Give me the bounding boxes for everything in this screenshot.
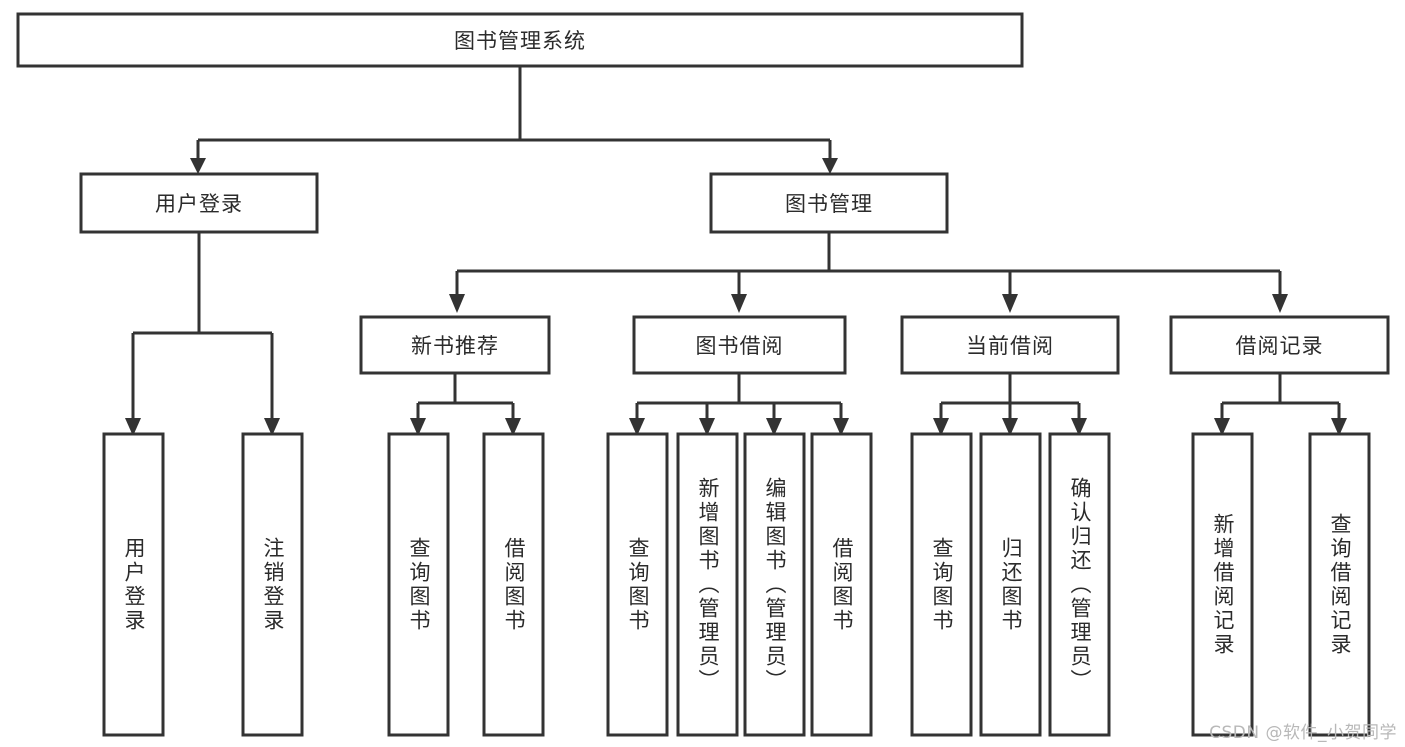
connector-borrow-record-bus — [1220, 373, 1341, 420]
node-box-leaf-user-login[interactable] — [102, 432, 165, 737]
node-box-leaf-edit-book[interactable] — [743, 432, 806, 737]
arrow-head-leaf-confirm-return — [1071, 418, 1087, 436]
node-box-leaf-query-record[interactable] — [1308, 432, 1371, 737]
arrow-head-book-borrow — [731, 294, 747, 313]
connector-book-borrow-bus — [635, 373, 843, 420]
arrow-head-leaf-query-book-3 — [933, 418, 949, 436]
arrow-head-user-login — [190, 158, 206, 174]
node-box-new-book-rec[interactable] — [359, 315, 551, 375]
node-box-leaf-add-record[interactable] — [1191, 432, 1254, 737]
arrow-head-leaf-return-book — [1002, 418, 1018, 436]
connector-root-to-level2 — [196, 66, 832, 160]
arrow-head-leaf-add-book — [699, 418, 715, 436]
connector-book-manage-bus — [455, 232, 1282, 296]
arrow-head-current-borrow — [1002, 294, 1018, 313]
arrow-head-leaf-borrow-book-1 — [505, 418, 521, 436]
node-box-leaf-borrow-book-2[interactable] — [810, 432, 873, 737]
arrow-head-book-manage — [822, 158, 838, 174]
arrow-head-leaf-borrow-book-2 — [833, 418, 849, 436]
node-box-leaf-query-book-1[interactable] — [387, 432, 450, 737]
node-box-root[interactable] — [16, 12, 1024, 68]
connector-current-borrow-bus — [939, 373, 1081, 420]
node-box-current-borrow[interactable] — [900, 315, 1120, 375]
node-box-leaf-return-book[interactable] — [979, 432, 1042, 737]
arrow-head-leaf-logout — [264, 418, 280, 436]
arrow-head-new-book-rec — [449, 294, 465, 313]
arrow-head-leaf-user-login — [125, 418, 141, 436]
arrow-head-borrow-record — [1272, 294, 1288, 313]
connector-new-book-rec-bus — [416, 373, 515, 420]
node-box-book-manage[interactable] — [709, 172, 949, 234]
arrow-head-leaf-query-book-1 — [410, 418, 426, 436]
arrow-head-leaf-query-book-2 — [629, 418, 645, 436]
node-box-leaf-query-book-3[interactable] — [910, 432, 973, 737]
node-box-leaf-logout[interactable] — [241, 432, 304, 737]
node-box-leaf-query-book-2[interactable] — [606, 432, 669, 737]
node-box-borrow-record[interactable] — [1169, 315, 1390, 375]
node-box-leaf-borrow-book-1[interactable] — [482, 432, 545, 737]
node-box-book-borrow[interactable] — [632, 315, 847, 375]
node-box-leaf-add-book[interactable] — [676, 432, 739, 737]
arrow-head-leaf-query-record — [1331, 418, 1347, 436]
node-box-user-login[interactable] — [79, 172, 319, 234]
watermark-text: CSDN @软件_小贺同学 — [1209, 723, 1397, 743]
node-box-leaf-confirm-return[interactable] — [1048, 432, 1111, 737]
connector-user-login-bus — [131, 232, 274, 420]
arrow-head-leaf-add-record — [1214, 418, 1230, 436]
arrow-head-leaf-edit-book — [766, 418, 782, 436]
